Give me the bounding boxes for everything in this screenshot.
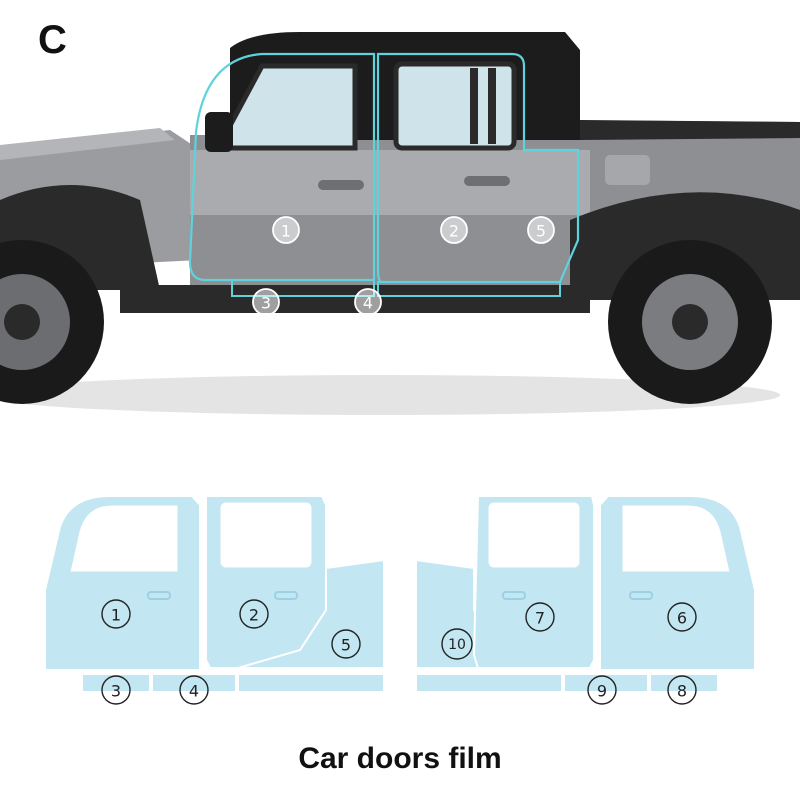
- left-label-3: 3: [101, 675, 131, 705]
- film-piece-8: [649, 673, 719, 693]
- front-wheel: [0, 240, 104, 404]
- film-piece-7-window: [487, 501, 581, 569]
- front-door-handle: [318, 180, 364, 190]
- caption: Car doors film: [298, 742, 502, 775]
- film-piece-5: [237, 558, 385, 669]
- film-piece-5-strip: [237, 673, 385, 693]
- side-mirror: [205, 112, 233, 152]
- svg-text:3: 3: [261, 294, 271, 313]
- rear-wheel: [608, 240, 772, 404]
- film-piece-9: [563, 673, 649, 693]
- car-label-5: 5: [527, 216, 555, 244]
- film-pieces-right: 10 7 6 9 8: [415, 495, 756, 705]
- rear-window: [393, 61, 517, 151]
- window-bar: [470, 68, 478, 144]
- left-label-5: 5: [331, 629, 361, 659]
- svg-text:4: 4: [189, 682, 199, 701]
- svg-text:1: 1: [111, 606, 121, 625]
- right-label-7: 7: [525, 602, 555, 632]
- film-piece-1-handle: [147, 591, 171, 600]
- svg-text:2: 2: [449, 222, 459, 241]
- hood-top: [0, 128, 175, 160]
- svg-text:4: 4: [363, 294, 373, 313]
- film-pieces-left: 1 2 5 3 4: [44, 495, 385, 705]
- rear-door-handle: [464, 176, 510, 186]
- film-outline-rear-door: [376, 52, 580, 284]
- film-piece-6-handle: [629, 591, 653, 600]
- svg-text:9: 9: [597, 682, 607, 701]
- film-piece-4: [151, 673, 237, 693]
- left-label-2: 2: [239, 599, 269, 629]
- car-label-3: 3: [252, 288, 280, 316]
- right-label-8: 8: [667, 675, 697, 705]
- film-piece-3: [81, 673, 151, 693]
- svg-text:5: 5: [341, 636, 351, 655]
- fuel-door: [605, 155, 650, 185]
- film-piece-7-handle: [502, 591, 526, 600]
- variant-label: C: [38, 18, 67, 62]
- film-piece-1-window: [69, 504, 179, 573]
- svg-text:7: 7: [535, 609, 545, 628]
- svg-text:2: 2: [249, 606, 259, 625]
- ground-shadow: [0, 375, 780, 415]
- car-label-4: 4: [354, 288, 382, 316]
- svg-text:6: 6: [677, 609, 687, 628]
- truck-illustration: 1 2 3 4 5: [0, 32, 800, 415]
- bed-rail: [580, 120, 800, 140]
- film-piece-10-strip: [415, 673, 563, 693]
- svg-text:5: 5: [536, 222, 546, 241]
- film-piece-2-handle: [274, 591, 298, 600]
- svg-text:8: 8: [677, 682, 687, 701]
- film-outline-front-door: [188, 52, 376, 282]
- left-label-4: 4: [179, 675, 209, 705]
- film-piece-6-window: [621, 504, 731, 573]
- window-bar: [488, 68, 496, 144]
- car-label-1: 1: [272, 216, 300, 244]
- svg-text:10: 10: [448, 637, 466, 653]
- right-label-10: 10: [441, 628, 473, 660]
- svg-text:1: 1: [281, 222, 291, 241]
- svg-text:3: 3: [111, 682, 121, 701]
- right-label-9: 9: [587, 675, 617, 705]
- right-label-6: 6: [667, 602, 697, 632]
- film-piece-2-window: [219, 501, 313, 569]
- car-label-2: 2: [440, 216, 468, 244]
- film-outline-sill-rear: [377, 281, 561, 297]
- left-label-1: 1: [101, 599, 131, 629]
- cab-upper: [190, 150, 590, 215]
